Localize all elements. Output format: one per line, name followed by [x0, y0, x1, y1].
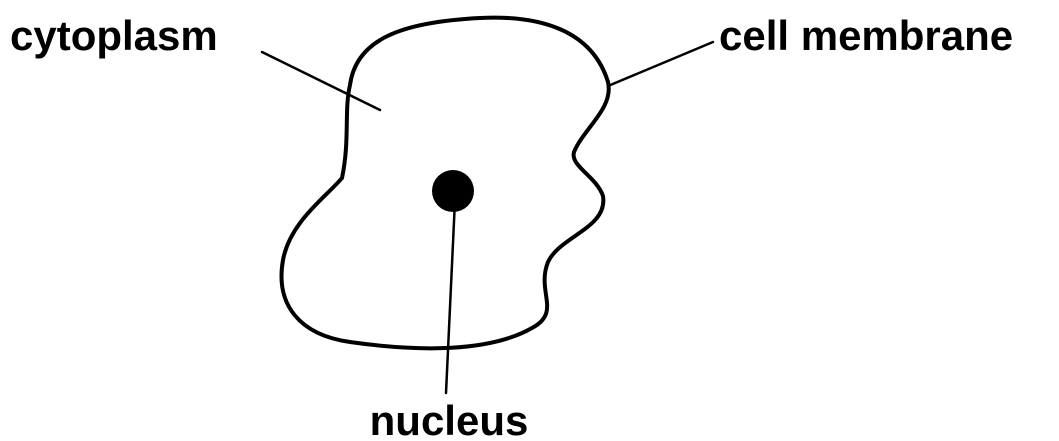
- nucleus-label: nucleus: [370, 397, 529, 441]
- cell-membrane-label: cell membrane: [719, 12, 1013, 59]
- cell-membrane-leader-line: [608, 42, 713, 86]
- cytoplasm-label: cytoplasm: [10, 12, 218, 59]
- nucleus-dot: [432, 170, 474, 212]
- cytoplasm-leader-line: [262, 52, 380, 110]
- nucleus-leader-line: [446, 200, 455, 393]
